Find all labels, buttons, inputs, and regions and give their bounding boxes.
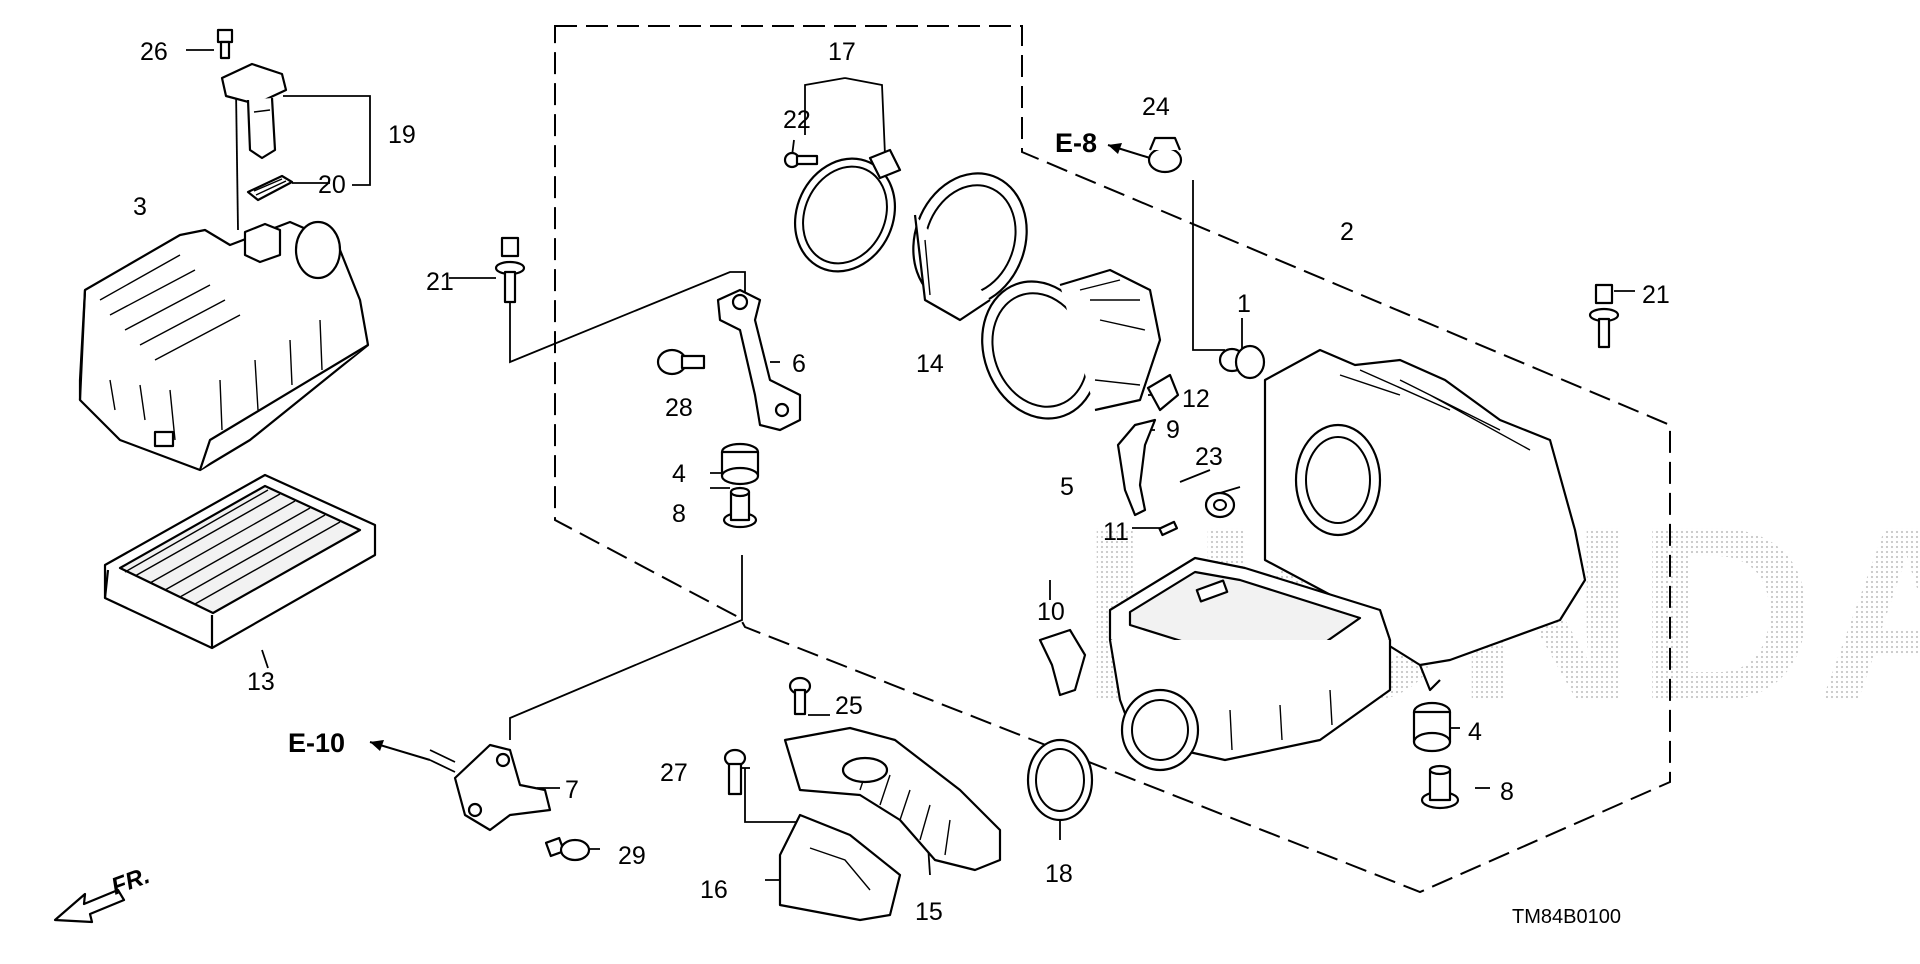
part-25-bolt (788, 676, 812, 716)
callout-numbers: 1 2 3 4 4 5 6 7 8 8 9 10 11 12 13 14 15 … (133, 38, 1670, 926)
part-16-plate (778, 813, 902, 922)
part-27-bolt (723, 748, 747, 796)
part-21-bolt-left (494, 236, 526, 304)
part-9-seal (1116, 418, 1157, 517)
callout-22: 22 (783, 106, 811, 134)
callout-3: 3 (133, 193, 147, 221)
callout-21-left: 21 (426, 268, 454, 296)
callout-2: 2 (1340, 218, 1354, 246)
ref-e8: E-8 (1055, 128, 1097, 158)
callout-8-right: 8 (1500, 778, 1514, 806)
callout-4-right: 4 (1468, 718, 1482, 746)
part-4-grommet-left (720, 442, 760, 486)
callout-6: 6 (792, 350, 806, 378)
part-13-filter (103, 473, 377, 650)
callout-23: 23 (1195, 443, 1223, 471)
part-28-bolt (656, 348, 706, 376)
callout-26: 26 (140, 38, 168, 66)
part-22-screw (783, 151, 819, 169)
callout-4-left: 4 (672, 460, 686, 488)
part-8-collar-right (1420, 764, 1460, 810)
callout-10: 10 (1037, 598, 1065, 626)
part-14-joint (912, 172, 1028, 322)
callout-21-right: 21 (1642, 281, 1670, 309)
callout-20: 20 (318, 171, 346, 199)
part-20-gasket (246, 174, 294, 202)
part-17-clamp (793, 148, 902, 273)
part-12-clip (1146, 373, 1180, 412)
callout-11: 11 (1103, 518, 1129, 546)
callout-15: 15 (915, 898, 943, 926)
callout-16: 16 (700, 876, 728, 904)
callout-14: 14 (916, 350, 944, 378)
part-4-grommet-right (1412, 701, 1452, 753)
part-6-bracket (716, 288, 802, 432)
part-19-sensor (220, 62, 288, 160)
part-21-bolt-right (1588, 283, 1620, 349)
front-direction-arrow (53, 888, 126, 924)
callout-28: 28 (665, 394, 693, 422)
callout-25: 25 (835, 692, 863, 720)
drawing-code: TM84B0100 (1512, 906, 1621, 928)
part-1-grommet (1218, 344, 1266, 380)
callout-12: 12 (1182, 385, 1210, 413)
callout-1: 1 (1237, 290, 1251, 318)
part-10-clip (1038, 628, 1087, 697)
callout-29: 29 (618, 842, 646, 870)
callout-27: 27 (660, 759, 688, 787)
ref-e10: E-10 (288, 728, 345, 758)
callout-18: 18 (1045, 860, 1073, 888)
callout-5: 5 (1060, 473, 1074, 501)
callout-8-left: 8 (672, 500, 686, 528)
callout-19: 19 (388, 121, 416, 149)
ref-arrows (369, 143, 1151, 761)
part-5-tube (981, 268, 1162, 420)
front-direction-label: FR. (108, 862, 154, 901)
part-24-clip (1147, 136, 1183, 174)
callout-9: 9 (1166, 416, 1180, 444)
part-26-bolt (216, 28, 234, 60)
part-29-bolt (544, 836, 591, 862)
part-3-cover (78, 220, 370, 472)
callout-24: 24 (1142, 93, 1170, 121)
part-11-pin (1158, 520, 1179, 537)
part-8-collar-left (722, 486, 758, 529)
part-7-bracket (453, 743, 552, 832)
part-2-case (1108, 348, 1587, 772)
part-18-clamp (1026, 738, 1094, 822)
assembly-boundary (554, 25, 1671, 894)
callout-17: 17 (828, 38, 856, 66)
part-23-nut (1204, 491, 1236, 519)
callout-13: 13 (247, 668, 275, 696)
callout-7: 7 (565, 776, 579, 804)
part-15-duct (783, 726, 1002, 872)
